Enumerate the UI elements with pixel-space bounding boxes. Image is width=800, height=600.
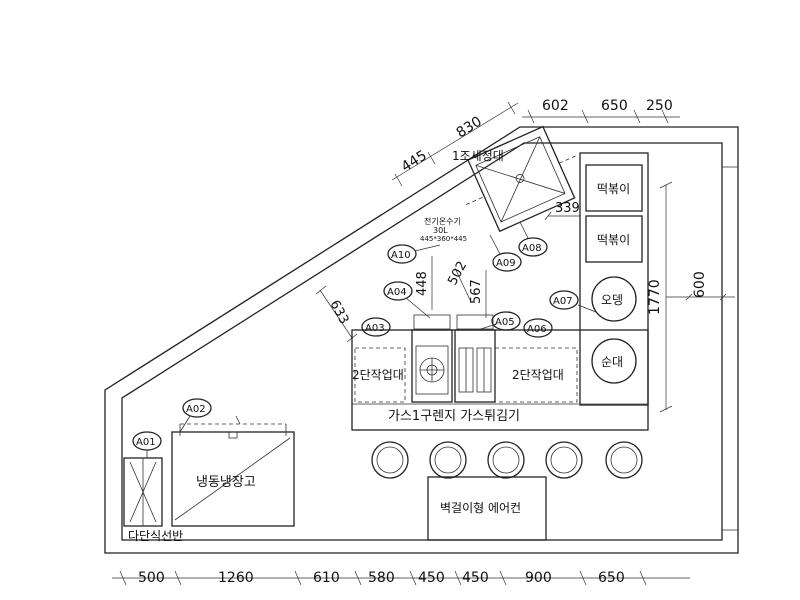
svg-text:A04: A04 xyxy=(387,287,407,298)
side-counter xyxy=(579,152,649,406)
aircon-unit xyxy=(427,476,547,541)
svg-text:A01: A01 xyxy=(136,437,156,448)
bar-stools xyxy=(371,441,643,479)
main-counter xyxy=(351,329,649,431)
top-dim-3: 250 xyxy=(646,98,673,114)
sundae-label: 순대 xyxy=(601,355,623,369)
diagonal-dimension-line: 445 830 xyxy=(391,101,519,187)
counter-label: 가스1구렌지 가스튀김기 xyxy=(388,409,520,424)
work-table-left xyxy=(354,347,406,403)
svg-text:A10: A10 xyxy=(391,250,411,261)
right-dimension-lines: 1770 600 xyxy=(647,181,735,413)
sundae-pot xyxy=(591,338,637,384)
bottom-dim-3: 610 xyxy=(313,570,340,586)
tag-a04: A04 xyxy=(383,281,431,319)
shelf-label: 다단식선반 xyxy=(128,529,183,543)
bottom-dim-8: 650 xyxy=(598,570,625,586)
right-dim-1770: 1770 xyxy=(647,279,663,315)
tag-a07: A07 xyxy=(549,290,597,313)
fridge-label: 냉동냉장고 xyxy=(196,475,256,490)
inner-dim-448: 448 xyxy=(415,271,430,296)
inner-dim-633: 633 xyxy=(326,298,351,327)
top-dim-2: 650 xyxy=(601,98,628,114)
svg-text:A09: A09 xyxy=(496,258,516,269)
tag-a01: A01 xyxy=(132,431,162,458)
svg-text:A06: A06 xyxy=(527,324,547,335)
tag-a08: A08 xyxy=(518,221,548,257)
shelf-unit xyxy=(123,457,163,527)
work-table-left-label: 2단작업대 xyxy=(352,368,404,382)
bottom-dim-5: 450 xyxy=(418,570,445,586)
tag-a03: A03 xyxy=(361,317,391,337)
heater-label-2: 30L xyxy=(433,226,448,235)
bottom-dim-7: 900 xyxy=(525,570,552,586)
gas-fryer xyxy=(454,314,496,403)
diag-dim-1: 445 xyxy=(399,148,430,176)
svg-text:A03: A03 xyxy=(365,323,385,334)
gas-range xyxy=(411,314,453,403)
inner-wall xyxy=(121,142,723,541)
right-dim-600: 600 xyxy=(692,271,708,298)
tteokbokki-station-1 xyxy=(585,164,643,212)
fridge-unit xyxy=(171,415,295,527)
heater-label-1: 전기온수기 xyxy=(424,216,461,226)
svg-text:A05: A05 xyxy=(495,317,515,328)
tteokbokki-label-2: 떡볶이 xyxy=(597,233,630,247)
tteokbokki-label-1: 떡볶이 xyxy=(597,182,630,196)
work-table-right-label: 2단작업대 xyxy=(512,368,564,382)
bottom-dim-4: 580 xyxy=(368,570,395,586)
bottom-dimension-line: 500 1260 610 580 450 450 900 650 xyxy=(112,570,690,586)
svg-text:A02: A02 xyxy=(186,404,206,415)
tag-a10: A10 xyxy=(387,244,441,264)
tteokbokki-station-2 xyxy=(585,215,643,263)
dim-633: 633 xyxy=(315,285,358,343)
svg-text:A07: A07 xyxy=(553,296,573,307)
tag-a09: A09 xyxy=(489,234,522,272)
outer-wall xyxy=(104,126,739,554)
heater-label-3: 445*360*445 xyxy=(420,235,467,243)
tag-a02: A02 xyxy=(179,398,212,433)
bottom-dim-6: 450 xyxy=(462,570,489,586)
sink-label: 1조세정대 xyxy=(452,149,504,163)
diag-dim-2: 830 xyxy=(454,114,485,142)
top-dimension-line: 602 650 250 xyxy=(522,98,680,124)
right-wall-step xyxy=(722,166,738,531)
inner-dim-502: 502 xyxy=(445,259,470,288)
inner-dim-339: 339 xyxy=(555,201,580,216)
aircon-label: 벽걸이형 에어컨 xyxy=(440,501,521,515)
inner-dim-567: 567 xyxy=(469,279,484,304)
odeng-label: 오뎅 xyxy=(601,293,623,307)
tag-a06: A06 xyxy=(523,318,553,338)
tag-a05: A05 xyxy=(477,311,521,331)
bottom-dim-2: 1260 xyxy=(218,570,254,586)
svg-text:A08: A08 xyxy=(522,243,542,254)
odeng-pot xyxy=(591,276,637,322)
sink-unit xyxy=(465,125,576,233)
bottom-dim-1: 500 xyxy=(138,570,165,586)
top-dim-1: 602 xyxy=(542,98,569,114)
